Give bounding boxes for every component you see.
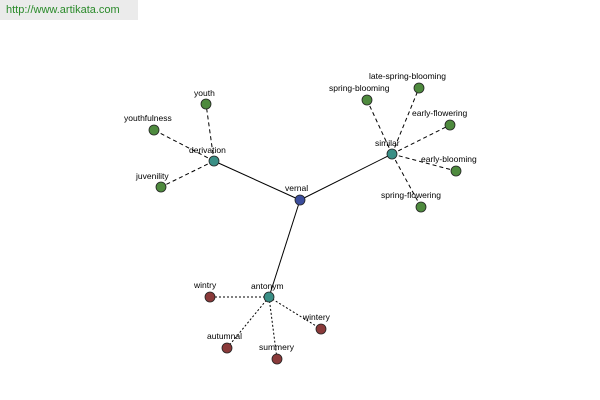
- term-spring-blooming-label[interactable]: spring-blooming: [329, 83, 390, 93]
- term-juvenility-label[interactable]: juvenility: [135, 171, 169, 181]
- relation-antonym-label[interactable]: antonym: [251, 281, 284, 291]
- center-vernal-label[interactable]: vernal: [285, 183, 308, 193]
- relation-derivation-label[interactable]: derivation: [189, 145, 226, 155]
- term-autumnal-label[interactable]: autumnal: [207, 331, 242, 341]
- edge-similar-spring-blooming: [366, 99, 393, 155]
- edge-similar-late-spring-blooming: [391, 87, 420, 155]
- relation-antonym-node[interactable]: [263, 291, 275, 303]
- edge-antonym-autumnal: [226, 296, 270, 349]
- edge-vernal-antonym: [268, 199, 301, 298]
- term-wintery-node[interactable]: [315, 323, 327, 335]
- term-summery-label[interactable]: summery: [259, 342, 295, 352]
- term-late-spring-blooming-label[interactable]: late-spring-blooming: [369, 71, 446, 81]
- edge-derivation-youthfulness: [153, 129, 215, 162]
- term-early-flowering-node[interactable]: [444, 119, 456, 131]
- center-vernal-node[interactable]: [294, 194, 306, 206]
- node-layer: [148, 82, 462, 365]
- term-summery-node[interactable]: [271, 353, 283, 365]
- term-wintry-label[interactable]: wintry: [193, 280, 217, 290]
- edge-antonym-summery: [268, 296, 278, 360]
- edge-derivation-juvenility: [160, 160, 215, 188]
- term-late-spring-blooming-node[interactable]: [413, 82, 425, 94]
- url-banner: http://www.artikata.com: [0, 0, 138, 20]
- edge-vernal-similar: [299, 153, 393, 201]
- term-autumnal-node[interactable]: [221, 342, 233, 354]
- relation-similar-node[interactable]: [386, 148, 398, 160]
- edge-derivation-youth: [205, 103, 215, 162]
- label-layer: vernal derivation youth youthfulness juvenil…: [124, 71, 477, 352]
- edge-similar-spring-flowering: [391, 153, 422, 208]
- term-youth-node[interactable]: [200, 98, 212, 110]
- edge-layer: [153, 87, 457, 360]
- edge-vernal-derivation: [213, 160, 301, 201]
- site-url[interactable]: http://www.artikata.com: [6, 4, 120, 16]
- term-youthfulness-node[interactable]: [148, 124, 160, 136]
- term-youth-label[interactable]: youth: [194, 88, 215, 98]
- term-youthfulness-label[interactable]: youthfulness: [124, 113, 172, 123]
- term-juvenility-node[interactable]: [155, 181, 167, 193]
- relation-similar-label[interactable]: similar: [375, 138, 400, 148]
- term-early-blooming-label[interactable]: early-blooming: [421, 154, 477, 164]
- term-spring-blooming-node[interactable]: [361, 94, 373, 106]
- term-spring-flowering-label[interactable]: spring-flowering: [381, 190, 441, 200]
- edge-similar-early-flowering: [391, 124, 451, 155]
- relation-derivation-node[interactable]: [208, 155, 220, 167]
- term-early-blooming-node[interactable]: [450, 165, 462, 177]
- term-wintery-label[interactable]: wintery: [302, 312, 331, 322]
- term-wintry-node[interactable]: [204, 291, 216, 303]
- term-spring-flowering-node[interactable]: [415, 201, 427, 213]
- term-early-flowering-label[interactable]: early-flowering: [412, 108, 468, 118]
